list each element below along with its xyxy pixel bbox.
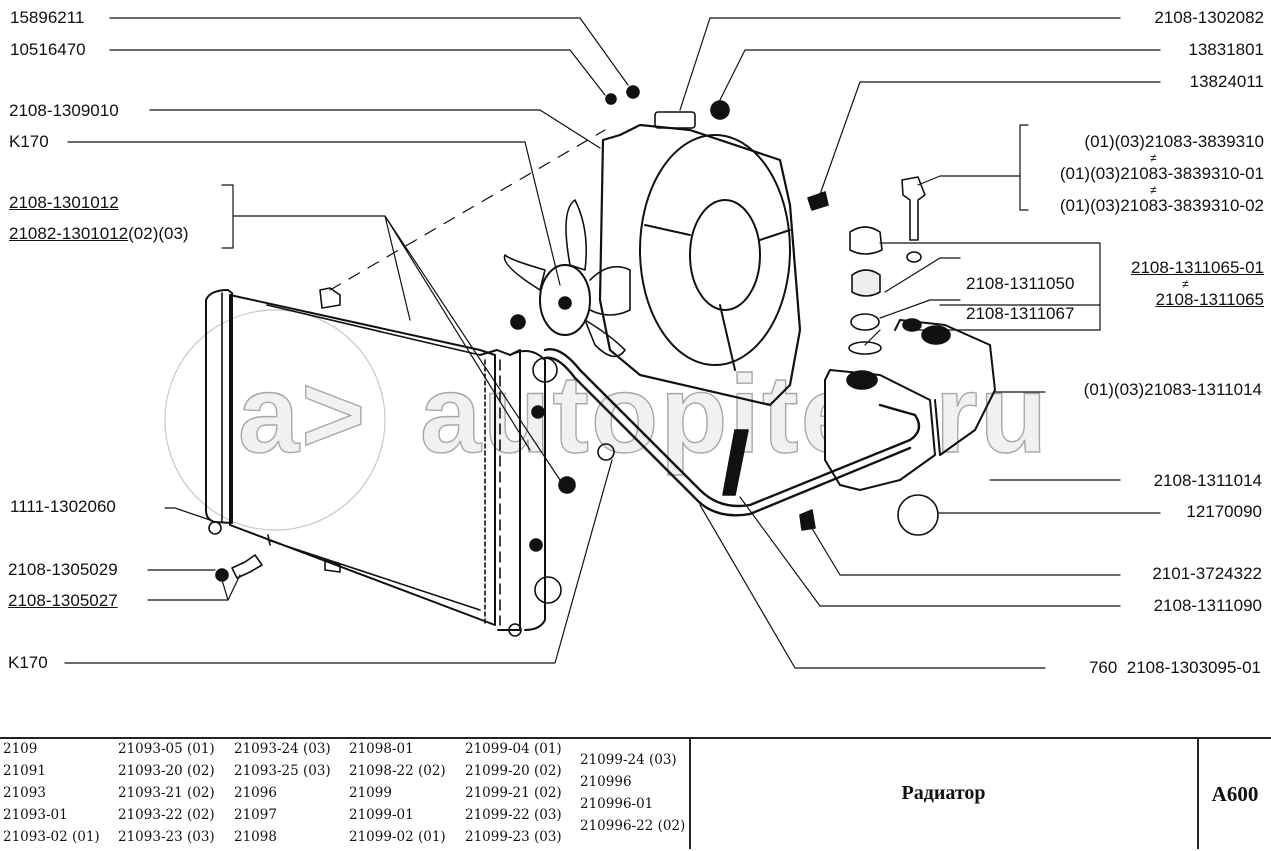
model-variant: 21091 — [3, 763, 46, 779]
clamp-12170090 — [897, 494, 939, 536]
footer-divider-2 — [1197, 737, 1199, 849]
hoses — [543, 348, 921, 517]
not-equal-mark-2: ≠ — [1150, 183, 1157, 197]
model-variant: 21093-02 (01) — [3, 829, 100, 845]
model-variant: 21099-01 — [349, 807, 414, 823]
part-label-21083-3839310-01: (01)(03)21083-3839310-01 — [1059, 164, 1264, 183]
section-code: A600 — [1211, 782, 1259, 806]
model-variant: 21098 — [234, 829, 277, 845]
model-variant: 21093-23 (03) — [118, 829, 215, 845]
model-variant: 21099-21 (02) — [465, 785, 562, 801]
model-variant: 21093 — [3, 785, 46, 801]
radiator-exploded-drawing — [64, 17, 1161, 669]
part-label-21083-1311014: (01)(03)21083-1311014 — [1083, 380, 1262, 399]
model-variant: 21098-22 (02) — [349, 763, 446, 779]
part-label-k170-top: K170 — [9, 132, 49, 151]
part-label-13831801: 13831801 — [1188, 40, 1264, 59]
model-variant: 210996-01 — [580, 796, 654, 812]
part-label-2108-1302082: 2108-1302082 — [1154, 8, 1264, 27]
part-label-2108-1311050: 2108-1311050 — [966, 274, 1075, 293]
part-label-2108-1311067: 2108-1311067 — [966, 304, 1075, 323]
part-label-1111-1302060: 1111-1302060 — [10, 497, 116, 516]
model-variant: 21093-01 — [3, 807, 68, 823]
leader-lines — [64, 17, 1161, 669]
model-variant: 21099-24 (03) — [580, 752, 677, 768]
part-label-2108-1311065: 2108-1311065 — [1155, 290, 1264, 309]
part-label-2108-1301012: 2108-1301012 — [9, 193, 119, 212]
caps-and-sensor — [799, 176, 939, 536]
footer-table — [0, 737, 1271, 851]
part-label-2108-1305029: 2108-1305029 — [8, 560, 118, 579]
part-label-2108-1303095-01: 760 2108-1303095-01 — [1088, 658, 1261, 677]
part-label-21083-3839310: (01)(03)21083-3839310 — [1084, 132, 1264, 151]
footer-divider-1 — [689, 737, 691, 849]
not-equal-mark-3: ≠ — [1182, 277, 1189, 291]
fasteners — [215, 85, 730, 582]
radiator-core — [205, 287, 562, 637]
model-variant: 21097 — [234, 807, 277, 823]
not-equal-mark-1: ≠ — [1150, 151, 1157, 165]
page-title: Радиатор — [901, 782, 986, 804]
watermark-circle — [164, 309, 386, 531]
part-label-12170090: 12170090 — [1186, 502, 1262, 521]
part-label-21082-1301012: 21082-1301012(02)(03) — [9, 224, 189, 244]
model-variant: 2109 — [3, 741, 38, 757]
part-label-2108-1311065-01: 2108-1311065-01 — [1131, 258, 1264, 277]
part-number: 21082-1301012 — [9, 224, 129, 243]
model-variant: 21099 — [349, 785, 392, 801]
part-label-2108-1305027: 2108-1305027 — [8, 591, 118, 610]
model-variant: 21093-24 (03) — [234, 741, 331, 757]
model-variant: 21093-25 (03) — [234, 763, 331, 779]
part-label-21083-3839310-02: (01)(03)21083-3839310-02 — [1059, 196, 1264, 215]
model-variant: 21099-22 (03) — [465, 807, 562, 823]
model-variant: 210996-22 (02) — [580, 818, 686, 834]
watermark-logo: a> — [237, 353, 368, 476]
part-label-2101-3724322: 2101-3724322 — [1152, 564, 1262, 583]
part-label-2108-1311014: 2108-1311014 — [1153, 471, 1262, 490]
part-label-k170-bottom: K170 — [8, 653, 48, 672]
electric-fan — [503, 199, 631, 358]
fan-shroud — [598, 111, 802, 407]
model-variant: 210996 — [580, 774, 632, 790]
model-variant: 21093-05 (01) — [118, 741, 215, 757]
hose-strap — [722, 429, 749, 496]
model-variant: 21099-02 (01) — [349, 829, 446, 845]
model-variant: 21098-01 — [349, 741, 414, 757]
model-variant: 21093-21 (02) — [118, 785, 215, 801]
model-variant: 21093-20 (02) — [118, 763, 215, 779]
model-variant: 21093-22 (02) — [118, 807, 215, 823]
part-label-2108-1311090: 2108-1311090 — [1153, 596, 1262, 615]
part-label-13824011: 13824011 — [1189, 72, 1264, 91]
bracket-2108-1302082 — [654, 111, 696, 129]
model-variant: 21099-23 (03) — [465, 829, 562, 845]
model-variant: 21099-20 (02) — [465, 763, 562, 779]
model-variant: 21099-04 (01) — [465, 741, 562, 757]
variant-suffix: (02)(03) — [128, 224, 189, 243]
part-label-15896211: 15896211 — [10, 8, 85, 27]
part-label-2108-1309010: 2108-1309010 — [9, 101, 119, 120]
model-variant: 21096 — [234, 785, 277, 801]
part-label-10516470: 10516470 — [10, 40, 86, 59]
